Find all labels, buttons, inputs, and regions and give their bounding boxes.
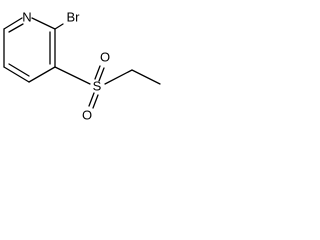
bromine-label: Br bbox=[67, 9, 81, 24]
sulfur-label: S bbox=[93, 78, 102, 93]
bond-c6-n1-inner bbox=[8, 23, 24, 33]
bond-c4-c5-inner bbox=[8, 63, 30, 77]
bond-c3-c4 bbox=[28, 66, 56, 83]
bond-s-o-bottom-b bbox=[92, 94, 99, 109]
oxygen-top-label: O bbox=[100, 49, 110, 64]
nitrogen-label: N bbox=[22, 9, 31, 24]
bond-c6-n1 bbox=[3, 17, 23, 30]
bond-c2-br bbox=[54, 23, 64, 30]
bond-n1-c2 bbox=[31, 17, 56, 30]
bond-c4-c5 bbox=[3, 66, 30, 83]
pyridine-ring bbox=[3, 17, 56, 83]
structural-formula: N Br S O O bbox=[3, 9, 161, 122]
bond-s-o-top-b bbox=[98, 67, 105, 82]
bond-s-o-bottom-a bbox=[88, 92, 95, 107]
oxygen-bottom-label: O bbox=[82, 107, 92, 122]
bond-c3-s bbox=[54, 66, 91, 85]
bond-s-o-top-a bbox=[94, 65, 101, 80]
bond-s-ch2 bbox=[104, 69, 133, 85]
bond-ch2-ch3 bbox=[131, 69, 161, 85]
